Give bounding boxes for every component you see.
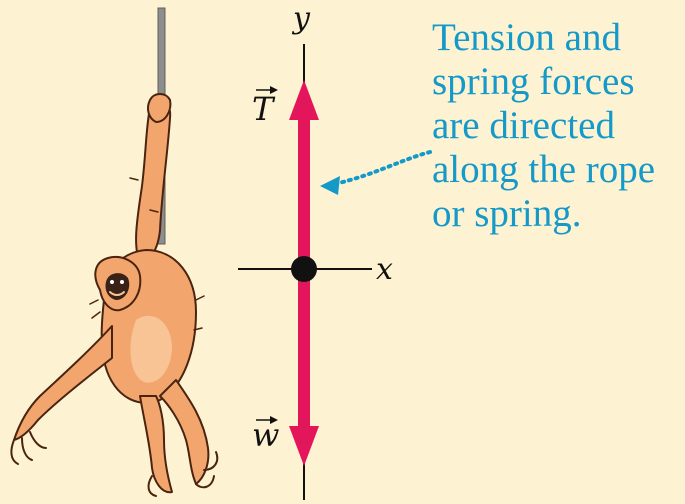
weight-symbol: w	[252, 416, 279, 454]
caption-line: Tension and	[432, 16, 684, 60]
weight-vector	[289, 269, 319, 466]
tension-symbol: T	[252, 90, 276, 128]
y-axis-label: y	[291, 1, 311, 36]
weight-label: w	[252, 416, 279, 454]
caption-line: or spring.	[432, 192, 684, 236]
tension-vector	[289, 80, 319, 269]
orangutan-illustration	[11, 94, 217, 496]
caption-line: along the rope	[432, 148, 684, 192]
x-axis-label: x	[376, 252, 393, 287]
tension-label: T	[252, 86, 278, 128]
caption-line: spring forces	[432, 60, 684, 104]
caption-line: are directed	[432, 104, 684, 148]
callout-arrow	[320, 152, 430, 195]
explanation-caption: Tension and spring forces are directed a…	[432, 16, 684, 236]
origin-point	[291, 256, 317, 282]
